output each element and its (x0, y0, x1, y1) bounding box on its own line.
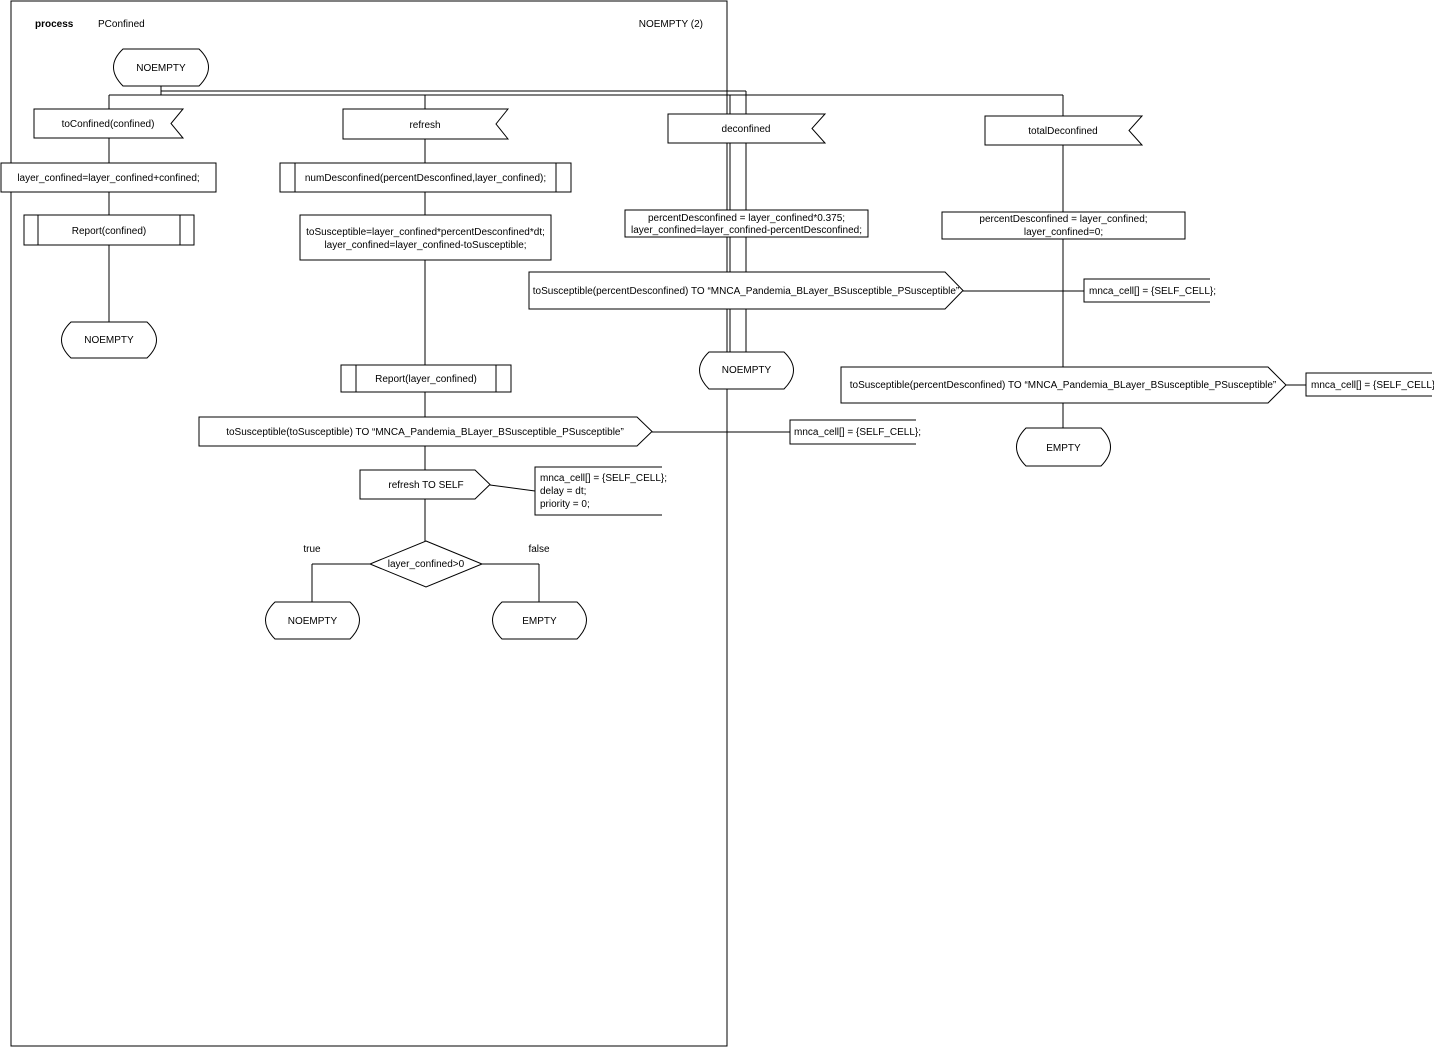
comment-refresh-line2: delay = dt; (540, 486, 586, 497)
output-signal-tosusceptible-2[interactable]: toSusceptible(percentDesconfined) TO “MN… (528, 271, 964, 310)
task-layer-confined-add[interactable]: layer_confined=layer_confined+confined; (0, 162, 217, 193)
input-refresh-label: refresh (409, 120, 440, 131)
call-numdesconfined-label: numDesconfined(percentDesconfined,layer_… (305, 173, 546, 184)
task-375-line2: layer_confined=layer_confined-percentDes… (631, 225, 862, 236)
process-name: PConfined (98, 19, 145, 30)
page-frame (10, 0, 728, 1047)
call-report-layer-label: Report(layer_confined) (375, 374, 477, 385)
output-tosusceptible-2-label: toSusceptible(percentDesconfined) TO “MN… (533, 286, 960, 297)
output-signal-refresh-to-self[interactable]: refresh TO SELF (359, 469, 491, 500)
procedure-call-report-confined[interactable]: Report(confined) (23, 214, 195, 246)
next-state-empty-1[interactable]: EMPTY (492, 601, 587, 640)
decision-false-label: false (528, 544, 550, 555)
page-label: NOEMPTY (2) (639, 19, 703, 30)
comment-refresh-params: mnca_cell[] = {SELF_CELL}; delay = dt; p… (534, 466, 667, 516)
process-keyword: process (35, 19, 74, 30)
input-signal-totaldeconfined[interactable]: totalDeconfined (984, 115, 1144, 146)
task-percent-desconfined-375[interactable]: percentDesconfined = layer_confined*0.37… (624, 209, 869, 238)
start-state[interactable]: NOEMPTY (113, 48, 209, 87)
output-signal-tosusceptible-1[interactable]: toSusceptible(toSusceptible) TO “MNCA_Pa… (198, 416, 653, 447)
task-375-line1: percentDesconfined = layer_confined*0.37… (648, 213, 845, 224)
next-state-noempty-3-label: NOEMPTY (722, 365, 772, 376)
input-signal-toconfined[interactable]: toConfined(confined) (33, 108, 185, 139)
input-deconfined-label: deconfined (722, 124, 771, 135)
next-state-noempty-1-label: NOEMPTY (84, 335, 134, 346)
comment-self-cell-2-label: mnca_cell[] = {SELF_CELL}; (1089, 286, 1216, 297)
next-state-empty-2-label: EMPTY (1046, 443, 1081, 454)
task-percent-desconfined-total[interactable]: percentDesconfined = layer_confined; lay… (941, 211, 1186, 240)
task-compute-line1: toSusceptible=layer_confined*percentDesc… (306, 227, 545, 238)
task-add-label: layer_confined=layer_confined+confined; (17, 173, 199, 184)
decision-label: layer_confined>0 (388, 559, 465, 570)
output-refresh-self-label: refresh TO SELF (388, 480, 463, 491)
output-tosusceptible-3-label: toSusceptible(percentDesconfined) TO “MN… (850, 380, 1277, 391)
next-state-noempty-1[interactable]: NOEMPTY (61, 321, 157, 359)
procedure-call-numdesconfined[interactable]: numDesconfined(percentDesconfined,layer_… (279, 162, 572, 193)
comment-refresh-line1: mnca_cell[] = {SELF_CELL}; (540, 473, 667, 484)
procedure-call-report-layer-confined[interactable]: Report(layer_confined) (340, 364, 512, 393)
input-signal-refresh[interactable]: refresh (342, 108, 510, 140)
input-toconfined-label: toConfined(confined) (62, 119, 155, 130)
comment-self-cell-3-label: mnca_cell[] = {SELF_CELL}; (1311, 380, 1434, 391)
call-report-confined-label: Report(confined) (72, 226, 146, 237)
comment-self-cell-1-label: mnca_cell[] = {SELF_CELL}; (794, 427, 921, 438)
next-state-noempty-2[interactable]: NOEMPTY (265, 601, 360, 640)
next-state-noempty-3[interactable]: NOEMPTY (699, 351, 794, 390)
output-signal-tosusceptible-3[interactable]: toSusceptible(percentDesconfined) TO “MN… (840, 366, 1287, 404)
comment-self-cell-2: mnca_cell[] = {SELF_CELL}; (1083, 278, 1216, 303)
flow-lines (108, 86, 1306, 602)
task-tosusceptible-compute[interactable]: toSusceptible=layer_confined*percentDesc… (299, 214, 552, 261)
start-state-label: NOEMPTY (136, 63, 186, 74)
input-signal-deconfined[interactable]: deconfined (667, 113, 827, 144)
comment-self-cell-1: mnca_cell[] = {SELF_CELL}; (789, 419, 921, 445)
task-total-line2: layer_confined=0; (1024, 227, 1103, 238)
next-state-empty-1-label: EMPTY (522, 616, 557, 627)
output-tosusceptible-1-label: toSusceptible(toSusceptible) TO “MNCA_Pa… (226, 427, 624, 438)
next-state-empty-2[interactable]: EMPTY (1016, 427, 1111, 467)
next-state-noempty-2-label: NOEMPTY (288, 616, 338, 627)
task-compute-line2: layer_confined=layer_confined-toSuscepti… (324, 240, 526, 251)
input-totaldeconfined-label: totalDeconfined (1028, 126, 1098, 137)
decision-layer-confined[interactable]: layer_confined>0 (368, 540, 484, 588)
comment-self-cell-3: mnca_cell[] = {SELF_CELL}; (1305, 372, 1434, 397)
comment-refresh-line3: priority = 0; (540, 499, 590, 510)
task-total-line1: percentDesconfined = layer_confined; (979, 214, 1147, 225)
decision-true-label: true (303, 544, 321, 555)
